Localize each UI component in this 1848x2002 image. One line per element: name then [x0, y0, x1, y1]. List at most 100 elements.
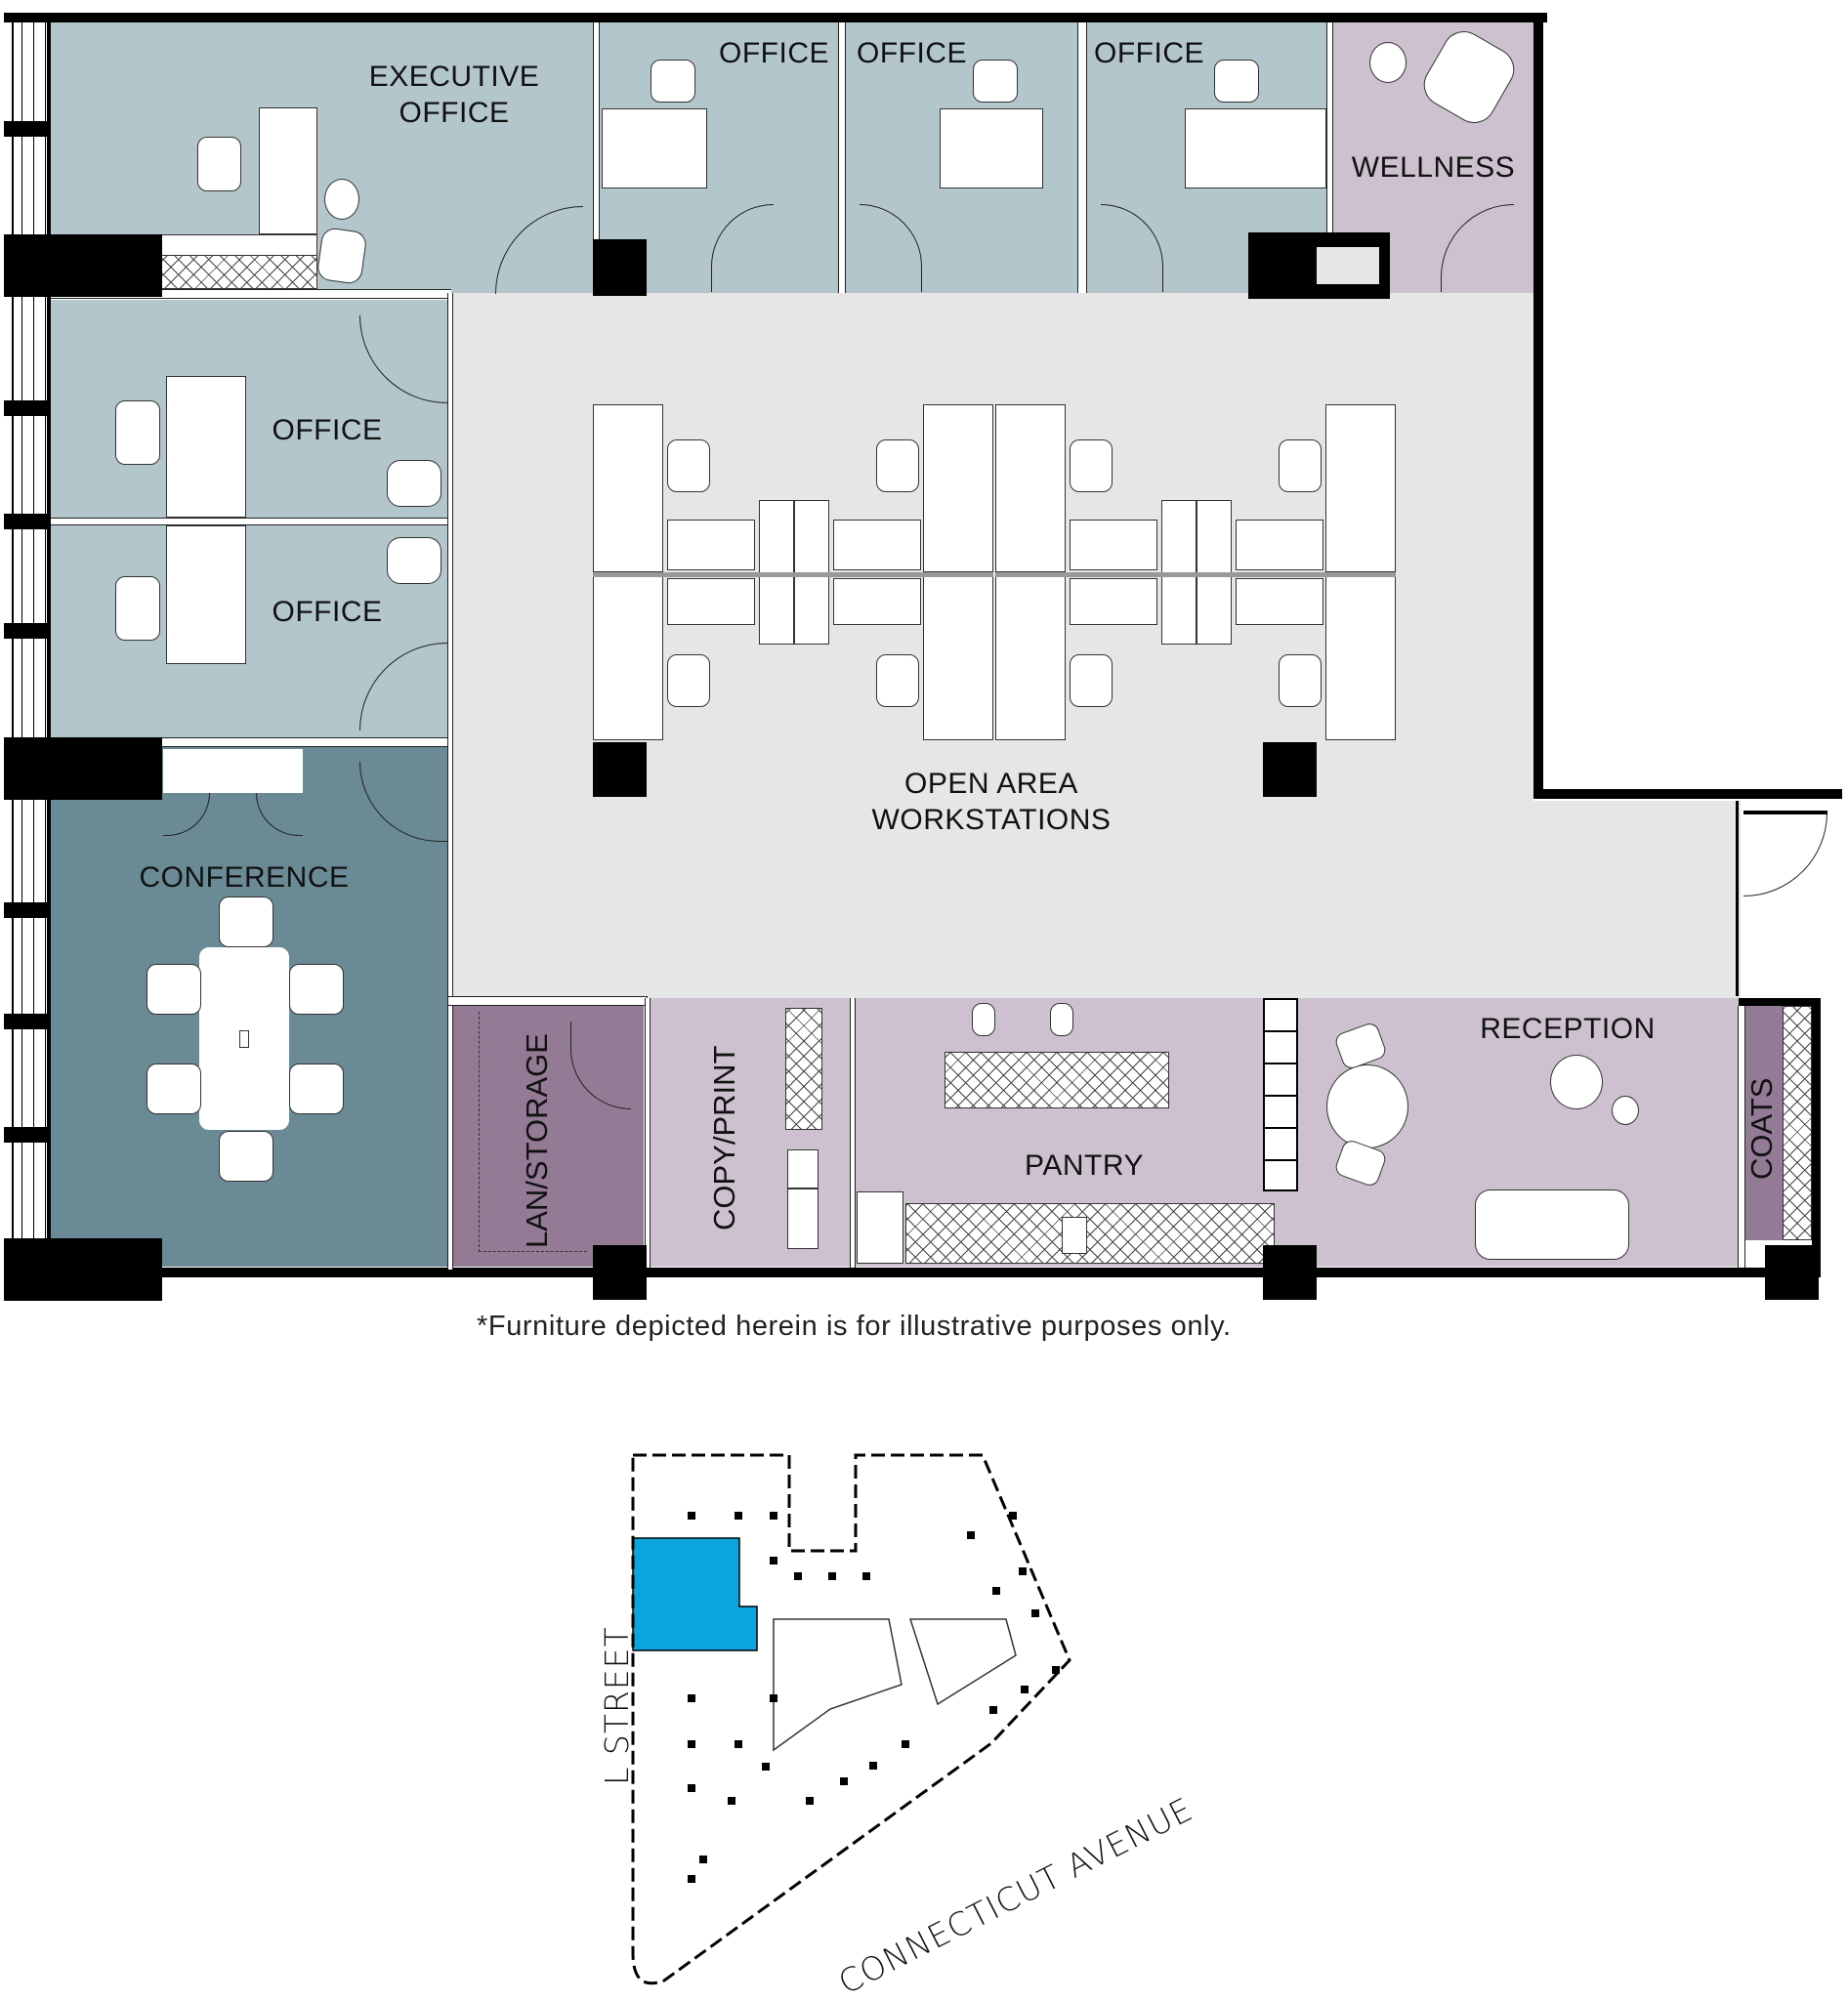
- exec-door-swing[interactable]: [495, 206, 583, 294]
- conference-door-swing[interactable]: [359, 762, 447, 842]
- room-pantry[interactable]: [855, 998, 1299, 1267]
- exec-credenza-top: [161, 234, 317, 256]
- desk: [166, 376, 246, 518]
- window-mullions: [12, 22, 49, 1268]
- spine-divider: [995, 572, 1396, 577]
- guest-chair: [387, 537, 441, 584]
- return-desk: [1070, 578, 1157, 625]
- partition: [1077, 22, 1087, 293]
- label-reception: RECEPTION: [1480, 1013, 1656, 1045]
- partition: [1738, 1006, 1745, 1268]
- room-reception[interactable]: [1299, 998, 1739, 1267]
- column-marker: [688, 1512, 695, 1520]
- room-coats[interactable]: [1745, 1006, 1783, 1240]
- label-office-top-1: OFFICE: [719, 37, 829, 69]
- structural-column: [4, 234, 162, 297]
- wall-coats-top: [1739, 998, 1821, 1006]
- label-line: WORKSTATIONS: [871, 804, 1112, 836]
- conference-chair: [147, 1064, 201, 1114]
- wall-top: [4, 13, 1547, 22]
- label-line: OFFICE: [399, 97, 510, 129]
- workstation-desk: [593, 404, 663, 572]
- workstation-chair: [1279, 439, 1322, 492]
- column-marker: [699, 1856, 707, 1863]
- return-desk: [1236, 520, 1323, 570]
- mullion-stub: [4, 902, 51, 918]
- workstation-chair: [1070, 439, 1113, 492]
- wall-right-upper: [1533, 13, 1543, 799]
- room-wellness[interactable]: [1333, 22, 1533, 293]
- door-swing[interactable]: [1441, 204, 1514, 292]
- workstation-desk: [923, 404, 993, 572]
- pantry-counter: [905, 1203, 1275, 1264]
- furniture-disclaimer: *Furniture depicted herein is for illust…: [477, 1311, 1232, 1342]
- column-marker: [770, 1512, 777, 1520]
- printer: [787, 1189, 819, 1249]
- entry-door-swing[interactable]: [1743, 813, 1827, 897]
- mullion-stub: [4, 623, 51, 639]
- column-marker: [794, 1572, 802, 1580]
- floor-plan: EXECUTIVE OFFICE OFFICE OFFICE OFFICE WE…: [4, 13, 1842, 1301]
- door-swing[interactable]: [711, 204, 774, 292]
- desk: [1185, 108, 1326, 188]
- partition: [51, 737, 451, 747]
- exec-lounge-chair: [315, 227, 368, 285]
- room-lan-storage[interactable]: [453, 1006, 644, 1267]
- partition: [1326, 22, 1333, 293]
- key-plan: L STREET CONNECTICUT AVENUE: [598, 1445, 1289, 2002]
- room-office-left-1[interactable]: [51, 300, 449, 518]
- exec-credenza: [161, 254, 317, 289]
- conference-chair: [219, 897, 273, 947]
- door-swing[interactable]: [359, 315, 447, 403]
- reception-round-table: [1326, 1064, 1408, 1148]
- room-office-left-2[interactable]: [51, 525, 449, 737]
- desk-chair: [1214, 60, 1259, 103]
- label-office-top-2: OFFICE: [857, 37, 967, 69]
- coat-rack: [1783, 1006, 1812, 1240]
- column-marker: [1009, 1512, 1017, 1520]
- label-office-left-1: OFFICE: [272, 414, 383, 446]
- column-marker: [770, 1557, 777, 1564]
- stool: [1050, 1003, 1073, 1036]
- partition: [838, 22, 846, 293]
- door-swing[interactable]: [1101, 204, 1163, 292]
- copy-storage-cabinet: [785, 1008, 822, 1130]
- wellness-side-table: [1369, 42, 1407, 83]
- label-open-area: OPEN AREA WORKSTATIONS: [835, 766, 1148, 838]
- structural-column: [593, 742, 647, 797]
- copier: [787, 1149, 819, 1189]
- column-marker: [688, 1740, 695, 1748]
- room-copy-print[interactable]: [649, 998, 852, 1267]
- workstation-desk: [923, 576, 993, 740]
- desk-chair: [973, 60, 1018, 103]
- open-area-floor-extension: [1533, 801, 1741, 998]
- wall-right-lower: [1736, 801, 1739, 996]
- column-marker: [770, 1694, 777, 1702]
- mullion-stub: [4, 514, 51, 529]
- desk-chair: [115, 400, 160, 465]
- room-office-top-2[interactable]: [846, 22, 1077, 293]
- column-marker: [902, 1740, 909, 1748]
- label-office-left-2: OFFICE: [272, 596, 383, 628]
- structural-column: [593, 1245, 647, 1300]
- entry-door-leaf: [1743, 811, 1827, 814]
- column-marker: [1031, 1609, 1039, 1617]
- door-swing[interactable]: [359, 643, 447, 730]
- room-conference[interactable]: [51, 747, 449, 1267]
- wall-bottom: [4, 1268, 1821, 1277]
- label-line: OPEN AREA: [904, 768, 1078, 800]
- room-executive-office[interactable]: [51, 22, 593, 294]
- mullion-stub: [4, 121, 51, 137]
- column-marker: [967, 1531, 975, 1539]
- column-marker: [688, 1875, 695, 1883]
- structural-column: [1765, 1245, 1819, 1300]
- sink: [1062, 1217, 1087, 1254]
- partition: [447, 996, 648, 1006]
- return-desk: [667, 520, 755, 570]
- door-swing[interactable]: [860, 204, 922, 292]
- pantry-island: [945, 1052, 1169, 1108]
- conference-table-power: [239, 1030, 249, 1048]
- workstation-chair: [1070, 654, 1113, 707]
- spine-divider: [593, 572, 993, 577]
- street-label-l-street: L STREET: [598, 1626, 636, 1785]
